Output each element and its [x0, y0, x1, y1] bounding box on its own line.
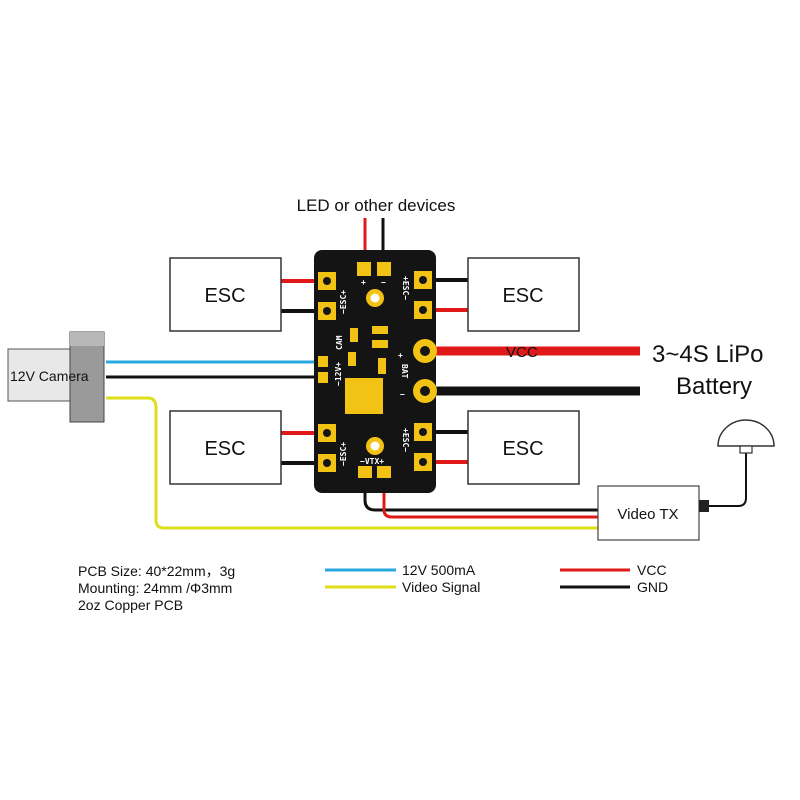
pcb-esc-left-top: −ESC+ [339, 290, 348, 314]
esc-top-right: ESC [467, 257, 580, 332]
esc-bottom-right: ESC [467, 410, 580, 485]
vcc-wire-label: VCC [506, 344, 538, 361]
pcb-led-minus: − [381, 278, 386, 287]
esc-label: ESC [204, 438, 245, 460]
camera-label: 12V Camera [10, 368, 89, 384]
spec-mounting: Mounting: 24mm /Φ3mm [78, 580, 232, 596]
video-signal-wire [106, 396, 598, 530]
legend: 12V 500mA Video Signal VCC GND [325, 562, 668, 595]
esc-label: ESC [502, 438, 543, 460]
vtx-gnd-wire [363, 474, 598, 512]
pcb-esc-right-top: +ESC− [401, 276, 410, 300]
legend-label-video: Video Signal [402, 579, 480, 595]
pcb-12v: −12V+ [334, 362, 343, 386]
battery-label-line1: 3~4S LiPo [652, 341, 763, 368]
legend-label-12v: 12V 500mA [402, 562, 476, 578]
pcb-esc-right-bottom: +ESC− [401, 428, 410, 452]
esc-top-left: ESC [169, 257, 282, 332]
video-tx-label: Video TX [617, 506, 678, 523]
esc-label: ESC [204, 285, 245, 307]
pcb-vtx: −VTX+ [360, 457, 384, 466]
led-devices-label: LED or other devices [297, 196, 456, 215]
legend-label-vcc: VCC [637, 562, 667, 578]
antenna-icon [717, 419, 775, 454]
antenna-cable [708, 452, 747, 507]
pcb-bat-minus: − [400, 390, 405, 399]
spec-pcb-size: PCB Size: 40*22mm，3g [78, 563, 235, 579]
esc-label: ESC [502, 285, 543, 307]
camera: 12V Camera [7, 331, 105, 423]
pcb-board: + − −ESC+ −ESC+ +ESC− +ESC− CAM −12V+ + … [314, 250, 437, 493]
spec-copper: 2oz Copper PCB [78, 597, 183, 613]
pcb-bat: BAT [400, 364, 409, 379]
pcb-esc-left-bottom: −ESC+ [339, 442, 348, 466]
legend-label-gnd: GND [637, 579, 668, 595]
pcb-cam: CAM [335, 335, 344, 350]
pcb-led-plus: + [361, 278, 366, 287]
video-tx: Video TX [597, 485, 709, 541]
vtx-vcc-wire [382, 474, 598, 519]
esc-bottom-left: ESC [169, 410, 282, 485]
battery-label-line2: Battery [676, 373, 752, 400]
pcb-bat-plus: + [398, 351, 403, 360]
